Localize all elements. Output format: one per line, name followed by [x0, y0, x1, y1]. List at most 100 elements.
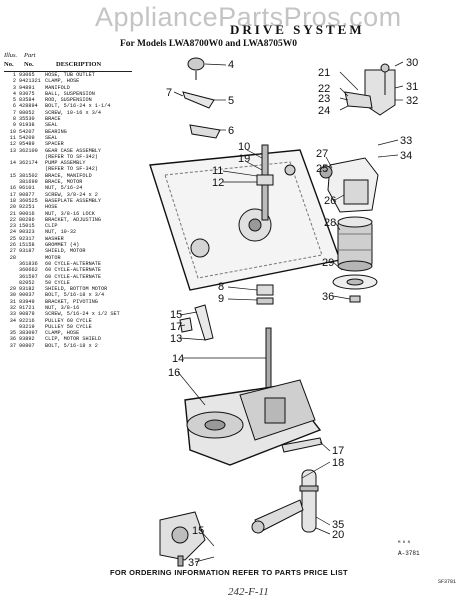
- callout-number: 10: [238, 141, 250, 153]
- callout-number: 37: [188, 557, 200, 569]
- callout-number: 30: [406, 57, 418, 69]
- parts-illus-no: 34: [9, 317, 16, 324]
- parts-illus-no: 13: [9, 147, 16, 154]
- parts-illus-no: 26: [9, 242, 16, 249]
- callout-number: 22: [318, 83, 330, 95]
- doc-number: SF3781: [438, 579, 457, 585]
- parts-illus-no: 24: [9, 229, 16, 236]
- parts-illus-no: 14: [9, 160, 16, 167]
- seal-lower: [256, 297, 274, 305]
- hose-clamp: [299, 485, 319, 492]
- callout-number: 7: [166, 87, 172, 99]
- suspension-ball: [187, 57, 205, 71]
- parts-illus-no: 15: [9, 172, 16, 179]
- parts-description: CLIP: [45, 223, 58, 230]
- parts-part-no: 93075: [19, 90, 35, 97]
- parts-part-no: 93892: [19, 336, 35, 343]
- parts-illus-no: 3: [12, 84, 16, 91]
- callout-number: 13: [170, 333, 182, 345]
- parts-part-no: 92317: [19, 235, 35, 242]
- parts-illus-no: 9: [12, 122, 16, 129]
- callout-number: 4: [228, 59, 234, 71]
- handwritten-note: 242-F-11: [228, 586, 269, 598]
- parts-part-no: 93065: [19, 72, 35, 78]
- parts-illus-no: 11: [9, 134, 16, 141]
- callout-number: 25: [316, 163, 328, 175]
- callout-number: 18: [332, 457, 344, 469]
- parts-description: BRACE, MOTOR: [45, 179, 83, 186]
- callout-number: 31: [406, 81, 418, 93]
- parts-illus-no: 36: [9, 336, 16, 343]
- manifold-bracket: [182, 91, 215, 109]
- callout-number: 14: [172, 353, 184, 365]
- parts-part-no: 15015: [19, 223, 35, 230]
- header-description: DESCRIPTION: [56, 61, 102, 68]
- callout-number: 29: [322, 257, 334, 269]
- parts-description: BRACKET, ADJUSTING: [45, 216, 102, 223]
- parts-part-no: 93187: [19, 248, 35, 255]
- callout-number: 33: [400, 135, 412, 147]
- parts-illus-no: 32: [9, 304, 16, 311]
- callout-number: 28: [324, 217, 336, 229]
- parts-illus-no: 35: [9, 330, 16, 337]
- callout-number: 9: [218, 293, 224, 305]
- parts-description: WASHER: [45, 235, 64, 242]
- parts-description: BRACE, MANIFOLD: [45, 172, 92, 179]
- motor-brace: [179, 317, 193, 333]
- bolt-30: [380, 63, 390, 73]
- parts-part-no: 91721: [19, 304, 35, 311]
- callout-number: 16: [168, 367, 180, 379]
- parts-part-no: 92216: [19, 317, 35, 324]
- parts-part-no: 9421321: [19, 78, 41, 85]
- parts-row: (REFER TO SF-342): [4, 166, 132, 172]
- parts-illus-no: 37: [9, 342, 16, 349]
- callout-number: 19: [238, 153, 250, 165]
- parts-description: HOSE: [45, 204, 58, 211]
- parts-part-no: 80286: [19, 216, 35, 223]
- parts-illus-no: 29: [9, 286, 16, 293]
- parts-row: (REFER TO SF-342): [4, 154, 132, 160]
- parts-description: MOTOR: [45, 254, 61, 261]
- parts-illus-no: 30: [9, 292, 16, 299]
- parts-description: PUMP ASSEMBLY: [45, 160, 86, 167]
- parts-description: 60 CYCLE-ALTERNATE: [45, 267, 102, 274]
- motor: [337, 221, 373, 267]
- parts-description: BASEPLATE ASSEMBLY: [45, 197, 102, 204]
- parts-description: CLAMP, HOSE: [45, 78, 80, 85]
- parts-description: SCREW, 5/16-24 x 1/2 SET: [45, 311, 120, 318]
- parts-illus-no: 20: [9, 204, 16, 211]
- parts-description: SPACER: [45, 141, 64, 148]
- parts-part-no: 361836: [19, 260, 38, 267]
- parts-description: MANIFOLD: [45, 84, 70, 91]
- parts-illus-no: 18: [9, 197, 16, 204]
- callout-number: 8: [218, 281, 224, 293]
- parts-part-no: 95489: [19, 141, 35, 148]
- parts-part-no: 94891: [19, 84, 35, 91]
- parts-illus-no: 5: [12, 97, 16, 104]
- motor-clip: [349, 295, 361, 303]
- parts-part-no: 361597: [19, 273, 38, 280]
- parts-description: NUT, 5/16-24: [45, 185, 83, 192]
- callout-number: 5: [228, 95, 234, 107]
- parts-illus-no: 12: [9, 141, 16, 148]
- parts-illus-no: 10: [9, 128, 16, 135]
- parts-part-no: 381699: [19, 179, 38, 186]
- parts-illus-no: 7: [12, 109, 16, 116]
- diagram-subtitle: For Models LWA8700W0 and LWA8705W0: [120, 39, 298, 49]
- outlet-hose: [301, 469, 317, 533]
